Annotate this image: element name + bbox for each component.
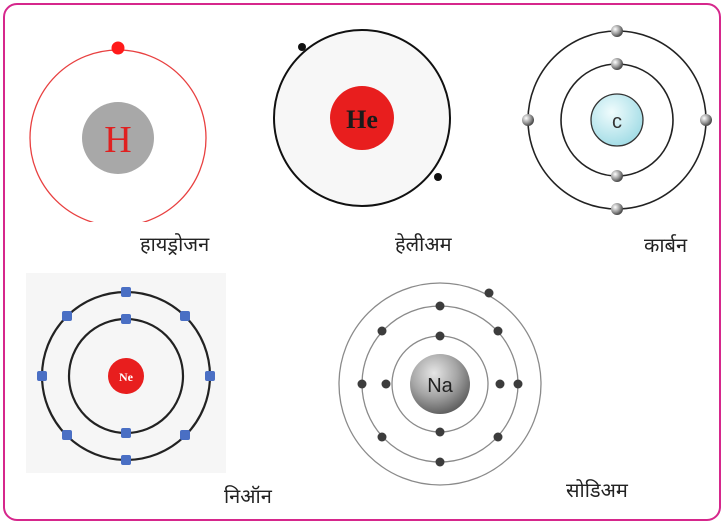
neon-electron [180, 430, 190, 440]
sodium-electron [435, 301, 445, 311]
neon-electron [62, 311, 72, 321]
sodium-electron [493, 326, 503, 336]
neon-electron [37, 371, 47, 381]
neon-label: निऑन [224, 484, 272, 508]
sodium-electron [377, 432, 387, 442]
diagram-frame [3, 3, 721, 521]
carbon-nucleus [590, 93, 644, 147]
sodium-electron [435, 427, 445, 437]
hydrogen-nucleus [82, 102, 154, 174]
neon-electron [121, 314, 131, 324]
neon-electron [180, 311, 190, 321]
sodium-electron [381, 379, 391, 389]
carbon-electron [611, 58, 623, 70]
sodium-electron [357, 379, 367, 389]
sodium-electron [435, 457, 445, 467]
carbon-electron [611, 25, 623, 37]
neon-nucleus [108, 358, 144, 394]
carbon-electron [611, 170, 623, 182]
helium-symbol: He [346, 105, 378, 134]
helium-nucleus [330, 86, 394, 150]
carbon-electron [700, 114, 712, 126]
carbon-electron [522, 114, 534, 126]
sodium-label: सोडिअम [566, 478, 628, 502]
sodium-nucleus [410, 354, 470, 414]
hydrogen-label: हायड्रोजन [140, 232, 210, 256]
sodium-electron [495, 379, 505, 389]
helium-atom: He [273, 29, 451, 207]
neon-electron [205, 371, 215, 381]
sodium-electron [435, 331, 445, 341]
neon-atom: Ne [26, 273, 226, 473]
sodium-symbol: Na [427, 375, 453, 397]
neon-electron [121, 287, 131, 297]
hydrogen-electron [111, 41, 125, 55]
helium-electron [298, 43, 306, 51]
neon-electron [121, 455, 131, 465]
hydrogen-atom: H [29, 41, 207, 222]
helium-label: हेलीअम [395, 232, 452, 256]
sodium-valence-electron [484, 288, 494, 298]
neon-symbol: Ne [119, 370, 134, 384]
neon-electron [62, 430, 72, 440]
neon-electron [121, 428, 131, 438]
hydrogen-symbol: H [104, 119, 131, 161]
carbon-symbol: c [612, 111, 622, 133]
sodium-electron [377, 326, 387, 336]
sodium-electron [493, 432, 503, 442]
carbon-label: कार्बन [644, 233, 688, 257]
sodium-atom: Na [338, 282, 542, 486]
helium-electron [434, 173, 442, 181]
sodium-electron [513, 379, 523, 389]
carbon-atom: c [522, 25, 712, 215]
sodium-outer-orbit [338, 282, 542, 486]
carbon-electron [611, 203, 623, 215]
